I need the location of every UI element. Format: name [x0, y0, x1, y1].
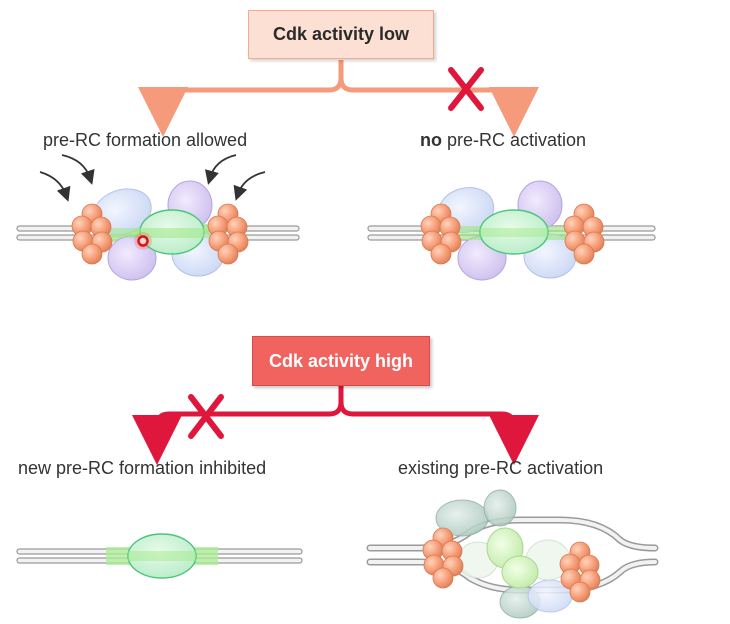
prerc-formation-allowed-label: pre-RC formation allowed [43, 130, 248, 150]
cdk-low-box: Cdk activity low [248, 10, 434, 59]
no-prerc-activation-label: no pre-RC activation [420, 130, 586, 151]
existing-prerc-activation-label: existing pre-RC activation [398, 458, 604, 478]
no-emphasis: no [420, 130, 442, 150]
prerc-complex-forming [16, 180, 300, 281]
top-branch [138, 60, 539, 137]
no-prerc-activation-rest: pre-RC activation [442, 130, 587, 150]
block-mark-bottom [188, 394, 224, 439]
cdk-site-marker [137, 235, 149, 247]
loading-arrow-left-1 [39, 171, 71, 202]
loading-arrow-left-2 [61, 154, 95, 185]
loading-arrow-right-2 [233, 171, 266, 201]
origin-unlicensed [16, 533, 303, 579]
origin-activated [366, 489, 659, 619]
block-mark-top [448, 67, 484, 111]
cdk-high-label: Cdk activity high [268, 350, 414, 371]
new-prerc-inhibited-label: new pre-RC formation inhibited [18, 458, 267, 478]
bottom-branch [132, 386, 539, 465]
cdk-low-label: Cdk activity low [272, 24, 410, 44]
cdk-high-box: Cdk activity high [252, 336, 430, 386]
loading-arrow-right-1 [204, 154, 237, 185]
prerc-complex-assembled [367, 180, 656, 281]
